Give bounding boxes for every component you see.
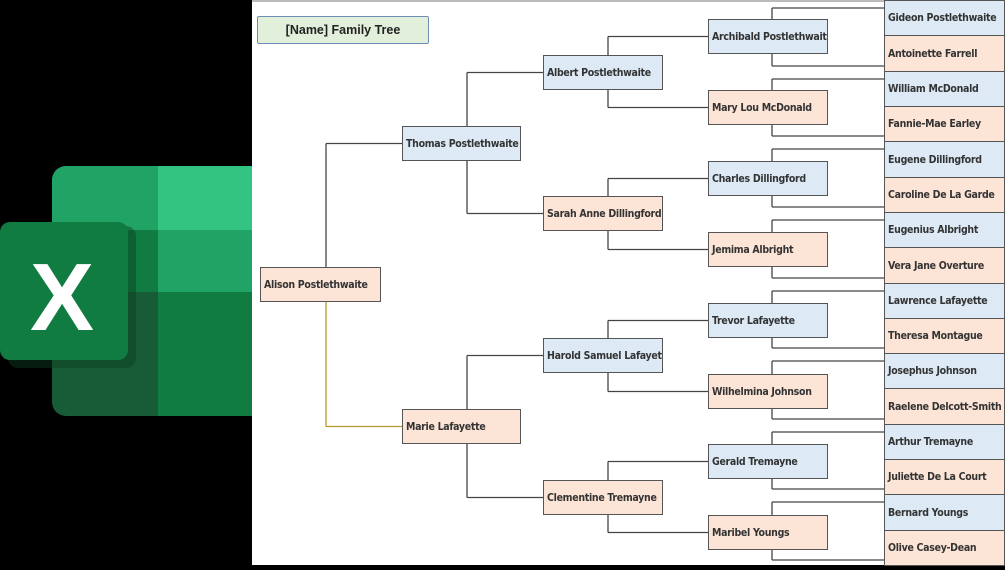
person-box[interactable]: Mary Lou McDonald [708,90,828,125]
person-box[interactable]: Fannie-Mae Earley [884,106,1005,142]
person-box[interactable]: Gideon Postlethwaite [884,0,1005,36]
person-box[interactable]: Olive Casey-Dean [884,530,1005,566]
person-box[interactable]: Harold Samuel Lafayette [543,338,663,373]
person-box[interactable]: Raelene Delcott-Smith [884,388,1005,425]
svg-text:X: X [30,244,94,351]
person-box[interactable]: Trevor Lafayette [708,303,828,338]
person-box[interactable]: Jemima Albright [708,232,828,267]
excel-icon: X [0,166,252,416]
person-box[interactable]: Lawrence Lafayette [884,283,1005,319]
person-box[interactable]: Juliette De La Court [884,459,1005,495]
person-box[interactable]: Charles Dillingford [708,161,828,196]
person-box[interactable]: Antoinette Farrell [884,35,1005,72]
person-box[interactable]: Albert Postlethwaite [543,55,663,90]
person-box[interactable]: Marie Lafayette [402,409,521,444]
person-box[interactable]: Alison Postlethwaite [260,267,381,302]
person-box[interactable]: Eugene Dillingford [884,141,1005,178]
person-box[interactable]: Bernard Youngs [884,494,1005,531]
person-box[interactable]: Vera Jane Overture [884,247,1005,284]
person-box[interactable]: Thomas Postlethwaite [402,126,521,161]
person-box[interactable]: Theresa Montague [884,318,1005,354]
title-banner[interactable]: [Name] Family Tree [257,16,429,44]
person-box[interactable]: Arthur Tremayne [884,424,1005,460]
person-box[interactable]: Clementine Tremayne [543,480,663,515]
person-box[interactable]: Sarah Anne Dillingford [543,196,663,231]
person-box[interactable]: Wilhelmina Johnson [708,374,828,409]
excel-logo: X [0,0,252,565]
person-box[interactable]: Eugenius Albright [884,212,1005,248]
person-box[interactable]: William McDonald [884,71,1005,107]
person-box[interactable]: Archibald Postlethwaite [708,19,828,54]
person-box[interactable]: Gerald Tremayne [708,444,828,479]
person-box[interactable]: Caroline De La Garde [884,177,1005,213]
person-box[interactable]: Josephus Johnson [884,353,1005,389]
person-box[interactable]: Maribel Youngs [708,515,828,550]
